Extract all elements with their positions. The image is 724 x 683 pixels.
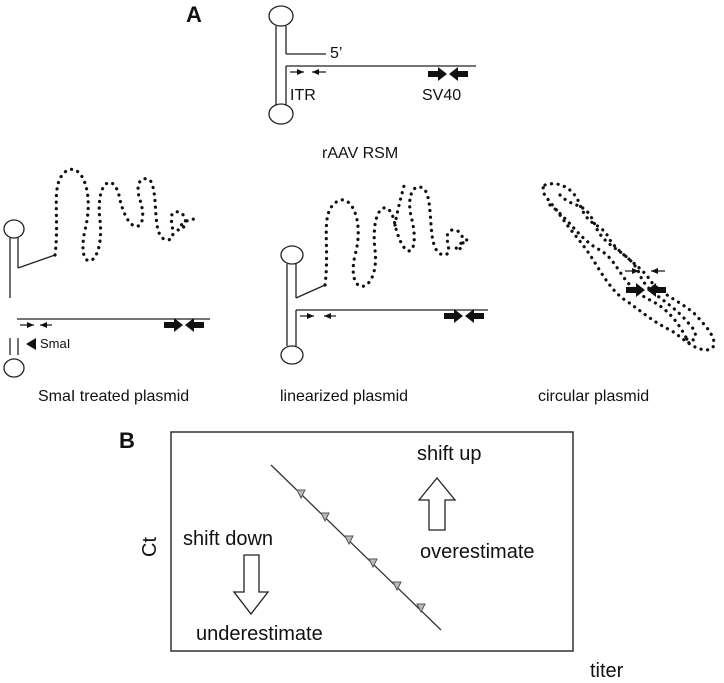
rsm-label: rAAV RSM (322, 145, 398, 162)
down-arrow-icon (232, 554, 270, 616)
curve-point (368, 558, 378, 569)
x-axis-label: titer (590, 660, 624, 682)
shift-up-label: shift up (417, 443, 481, 465)
panel-a-label: A (186, 2, 202, 27)
caption-linearized: linearized plasmid (280, 388, 408, 405)
underestimate-label: underestimate (196, 623, 323, 645)
curve-point (296, 489, 306, 500)
panel-b-label: B (119, 428, 135, 453)
caption-circular: circular plasmid (538, 388, 649, 405)
linearized-plasmid-drawing (280, 178, 488, 365)
caption-smai-treated: SmaI treated plasmid (38, 388, 189, 405)
y-axis-label: Ct (139, 537, 161, 557)
overestimate-label: overestimate (420, 541, 535, 563)
plot-frame (170, 431, 574, 652)
sv40-label: SV40 (422, 87, 461, 104)
curve-point (320, 512, 330, 523)
standard-curve-points (296, 489, 426, 614)
curve-point (344, 535, 354, 546)
circular-plasmid-drawing (541, 182, 716, 352)
shift-down-label: shift down (183, 528, 273, 550)
up-arrow-icon (417, 476, 457, 531)
smai-label: SmaI (40, 336, 70, 351)
five-prime-label: 5’ (330, 45, 342, 62)
itr-label: ITR (290, 87, 316, 104)
rsm-construct (268, 5, 476, 125)
smai-treated-plasmid-drawing (3, 167, 210, 378)
curve-point (392, 581, 402, 592)
curve-point (416, 603, 426, 614)
